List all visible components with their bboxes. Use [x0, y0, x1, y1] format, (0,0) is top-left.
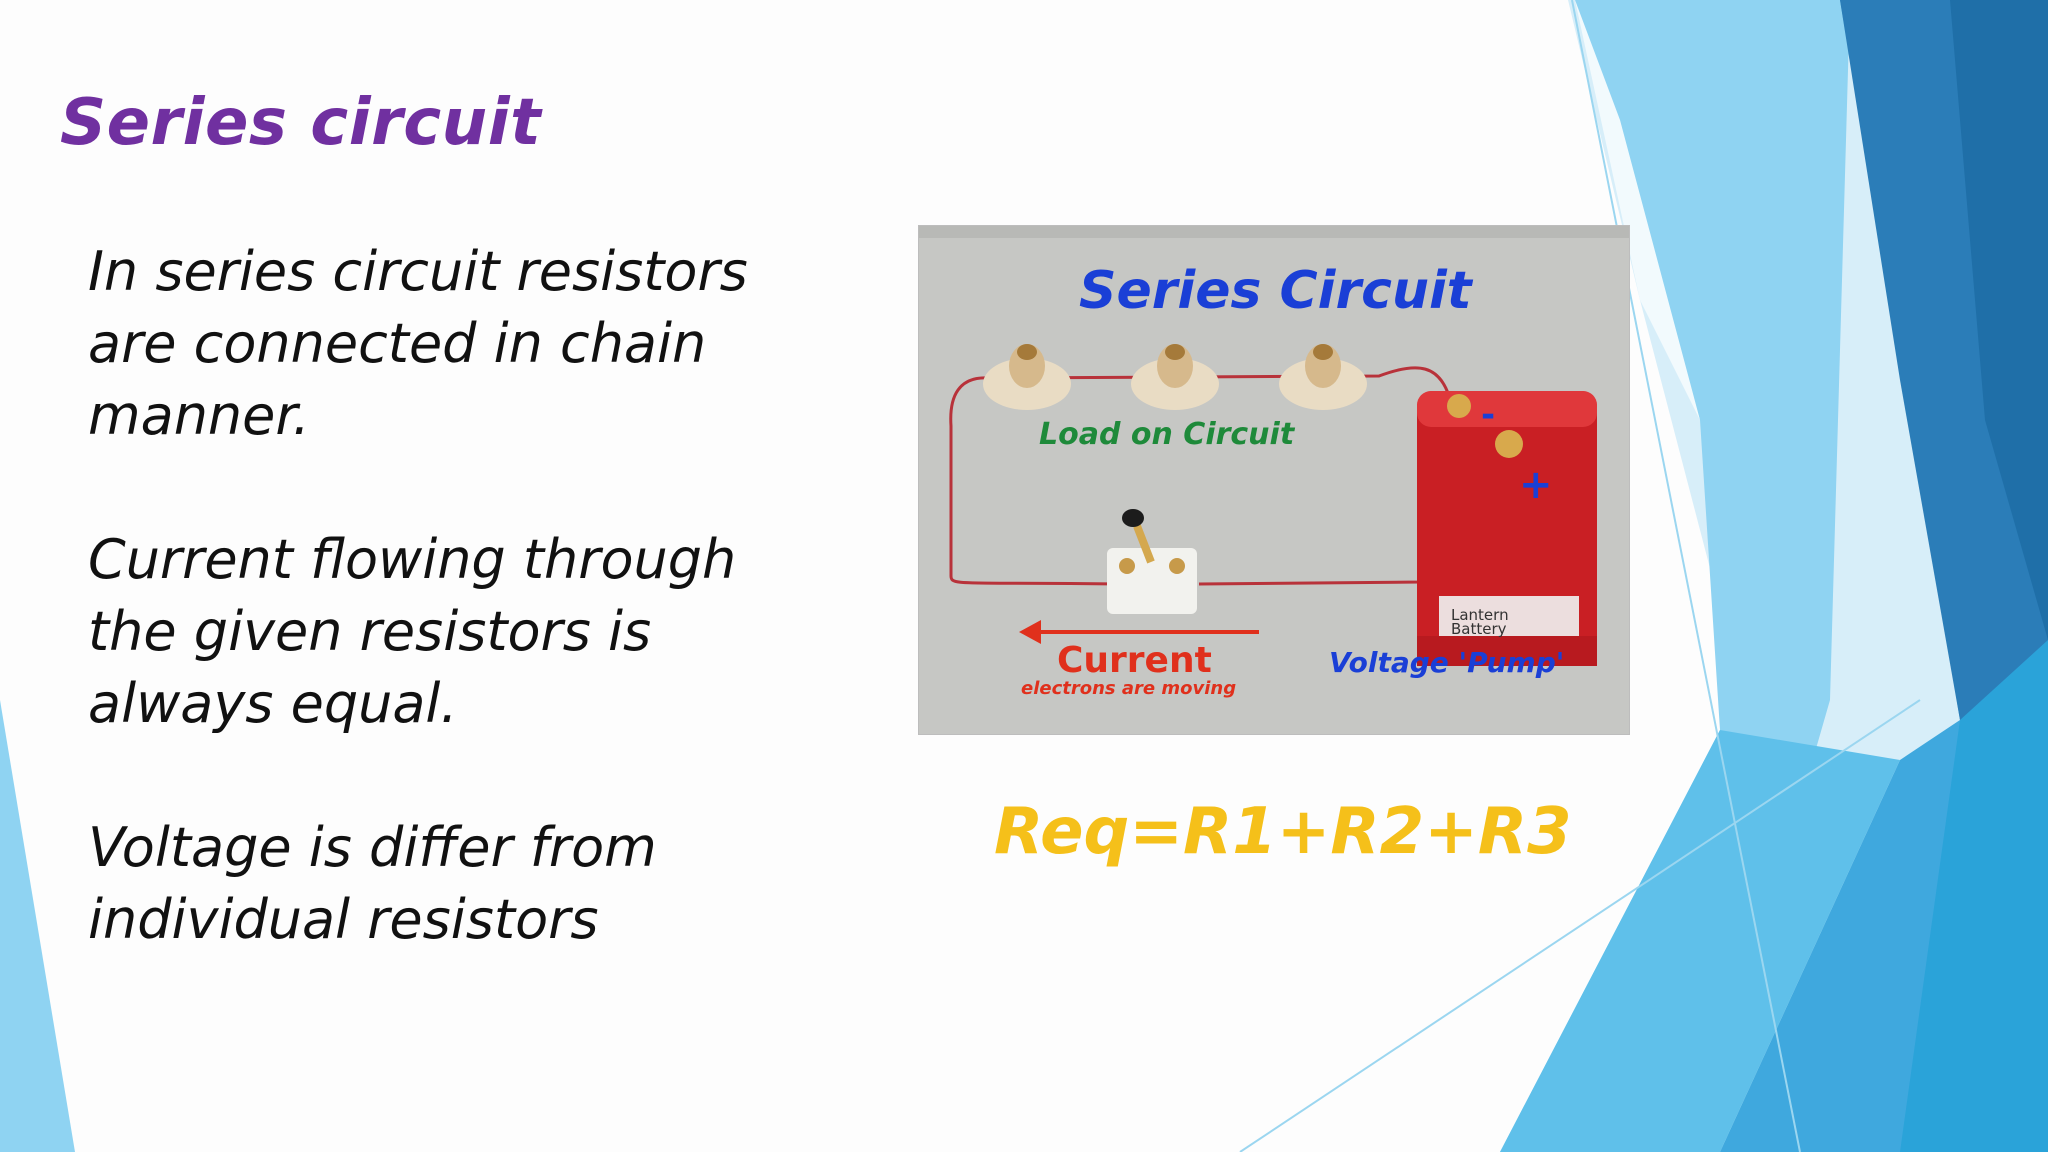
body-paragraph-current-equal: Current flowing through the given resist…	[88, 528, 737, 735]
lamp-holder	[1279, 344, 1367, 410]
current-arrowhead-icon	[1019, 620, 1041, 644]
lantern-battery	[1417, 391, 1597, 666]
circuit-illustration: - + Lantern Battery Series Circuit Load …	[919, 226, 1629, 734]
decor-left-sliver	[0, 700, 75, 1152]
voltage-pump-label: Voltage 'Pump'	[1329, 646, 1564, 679]
decor-facet-darkest	[1950, 0, 2048, 640]
slide-body: In series circuit resistors are connecte…	[88, 236, 828, 956]
battery-brand-line2: Battery	[1451, 620, 1507, 638]
wire	[988, 366, 1451, 397]
wire	[949, 376, 1120, 586]
slide-title: Series circuit	[60, 86, 542, 160]
knife-switch	[1107, 509, 1197, 614]
current-label: Current	[1057, 640, 1212, 681]
load-on-circuit-label: Load on Circuit	[1039, 417, 1296, 452]
battery-minus-sign: -	[1481, 395, 1495, 435]
equivalent-resistance-formula: Req=R1+R2+R3	[994, 795, 1572, 869]
current-sublabel: electrons are moving	[1021, 678, 1236, 699]
lamp-holder	[1131, 344, 1219, 410]
decor-thin-line-2	[1239, 699, 1921, 1152]
lamp-holder	[983, 344, 1071, 410]
battery-brand-line1: Lantern	[1451, 606, 1509, 624]
decor-thin-line	[1571, 0, 1801, 1152]
decor-facet-sky	[1500, 730, 1900, 1152]
decor-facet-white	[1575, 0, 1700, 420]
photo-heading: Series Circuit	[1079, 261, 1474, 321]
battery-plus-sign: +	[1519, 462, 1553, 508]
body-paragraph-resistors-chain: In series circuit resistors are connecte…	[88, 240, 748, 447]
series-circuit-photo: - + Lantern Battery Series Circuit Load …	[919, 226, 1629, 734]
body-paragraph-voltage-differ: Voltage is differ from individual resist…	[88, 816, 657, 951]
decor-facet-cyan	[1900, 640, 2048, 1152]
